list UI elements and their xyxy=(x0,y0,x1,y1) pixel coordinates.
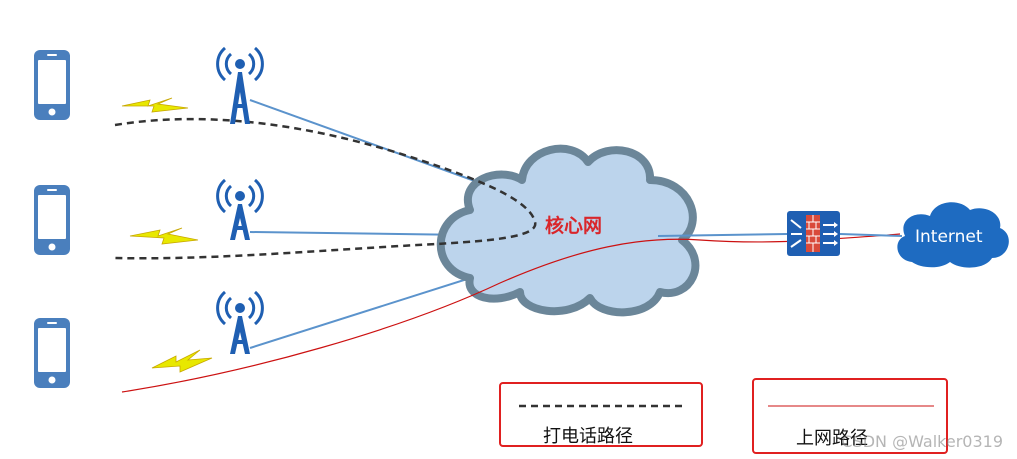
lightning-bolts xyxy=(121,97,213,373)
link-tower-2-core xyxy=(249,231,471,236)
core-network-cloud: 核心网 xyxy=(436,144,700,317)
cloud-icon xyxy=(436,144,700,317)
link-tower-3-core xyxy=(249,266,506,349)
core-network-label: 核心网 xyxy=(545,214,602,237)
phone-icon xyxy=(34,50,70,120)
internet-cloud: Internet xyxy=(897,202,1009,268)
phone-icon xyxy=(34,318,70,388)
link-firewall-internet xyxy=(839,233,903,237)
call-path-legend-label: 打电话路径 xyxy=(543,426,633,447)
lightning-icon xyxy=(151,349,213,373)
legend-internet-path: 上网路径 xyxy=(752,378,948,454)
call-path-legend-line xyxy=(519,404,687,408)
call-path-line xyxy=(114,117,537,260)
internet-path-line xyxy=(121,233,901,393)
lightning-icon xyxy=(129,227,199,245)
cell-tower-icon xyxy=(216,178,264,240)
cell-tower-icon xyxy=(216,46,264,124)
internet-path-legend-line xyxy=(768,405,934,407)
legend-call-path: 打电话路径 xyxy=(499,382,703,447)
firewall-icon xyxy=(787,211,840,256)
cell-towers xyxy=(216,46,264,354)
lightning-icon xyxy=(121,97,189,113)
cell-tower-icon xyxy=(216,290,264,354)
link-core-firewall xyxy=(657,233,788,237)
phones xyxy=(34,50,70,388)
call-path xyxy=(114,117,537,260)
watermark: CSDN @Walker0319 xyxy=(841,432,1003,451)
internet-label: Internet xyxy=(915,227,983,247)
internet-path xyxy=(121,233,901,393)
cloud-icon xyxy=(897,202,1009,268)
internet-path-legend-label: 上网路径 xyxy=(796,428,868,449)
phone-icon xyxy=(34,185,70,255)
